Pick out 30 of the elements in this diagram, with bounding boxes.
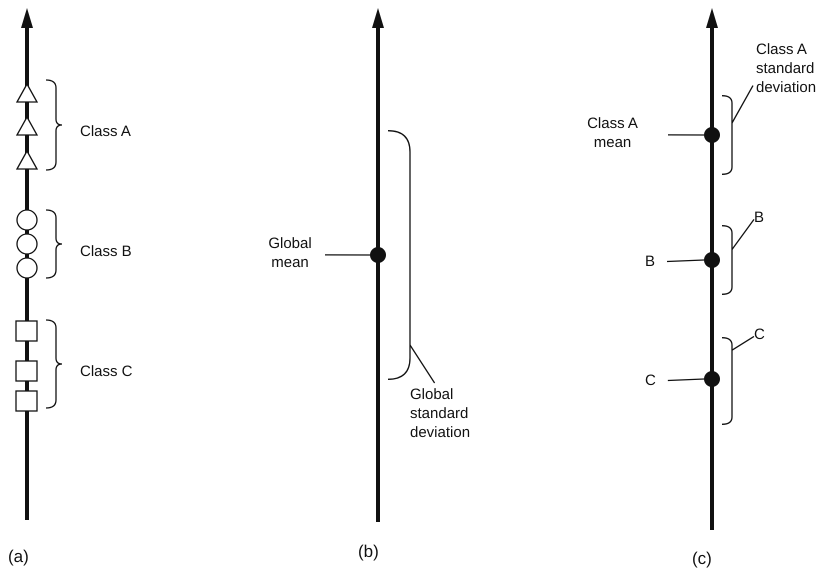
leader-line [732, 336, 754, 351]
leader-line [666, 259, 704, 262]
annotation-text: Global mean [255, 234, 325, 272]
leader-line [668, 134, 704, 136]
class-label: Class C [80, 362, 133, 381]
annotation-text: Class A standard deviation [756, 40, 834, 97]
annotation-text: Class A mean [575, 114, 650, 152]
bracket [388, 130, 410, 380]
leader-line [731, 219, 755, 250]
leader-line [731, 85, 754, 124]
annotation-text: C [645, 371, 656, 390]
bracket [722, 225, 732, 295]
mean-point [704, 252, 720, 268]
bracket [722, 337, 732, 425]
panel-label: (c) [692, 549, 712, 568]
annotation-text: B [645, 252, 656, 271]
annotation-text: Global standard deviation [410, 385, 492, 442]
panel-label: (a) [8, 547, 29, 566]
leader-line [668, 378, 704, 382]
annotation-text: C [754, 325, 765, 344]
mean-point [370, 247, 386, 263]
mean-point [704, 127, 720, 143]
class-label: Class A [80, 122, 131, 141]
mean-point [704, 371, 720, 387]
bracket [722, 95, 732, 175]
leader-line [325, 254, 370, 256]
leader-line [409, 344, 436, 384]
annotation-text: B [754, 208, 764, 227]
class-label: Class B [80, 242, 132, 261]
panel-label: (b) [358, 542, 379, 561]
